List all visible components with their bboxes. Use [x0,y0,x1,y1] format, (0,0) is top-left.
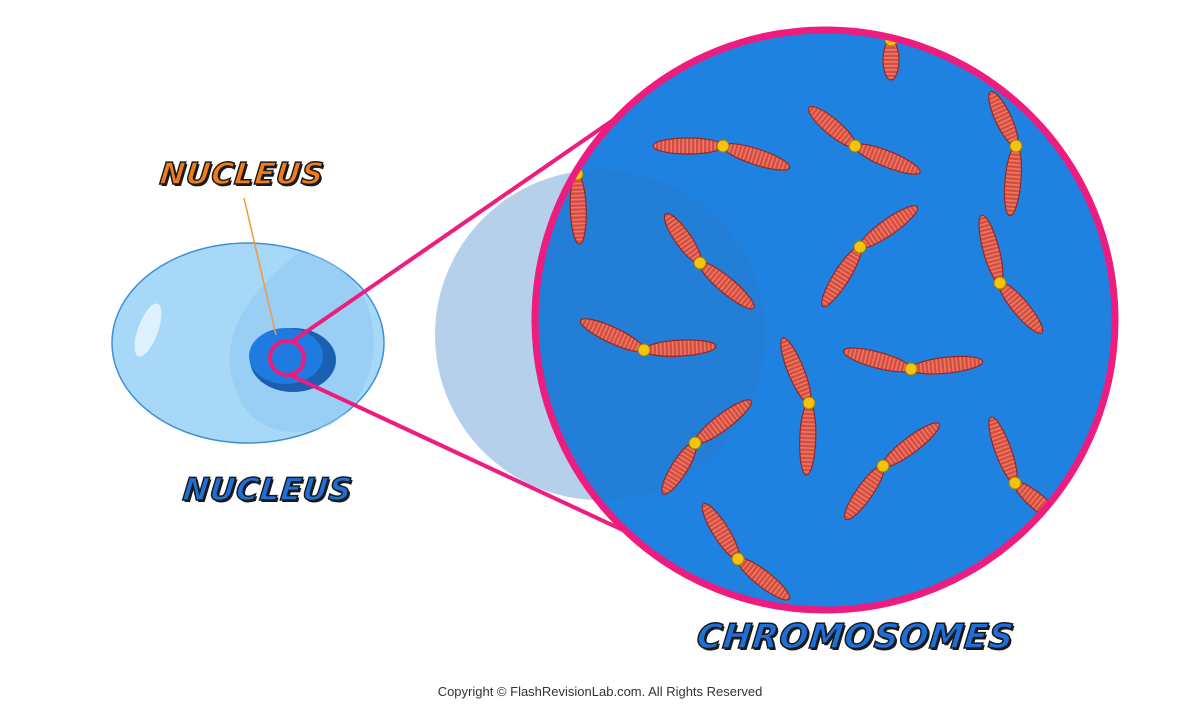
chromosome [780,337,817,476]
nucleus-pointer-line [243,197,277,336]
chromosome [842,347,984,376]
nucleus-label-bottom: NUCLEUS [180,471,355,509]
centromere [802,396,816,410]
cell [111,242,385,444]
chromosome [821,205,919,308]
centromere [637,343,651,357]
centromere [853,240,867,254]
centromere [693,256,707,270]
chromosome [807,105,921,175]
centromere [716,139,730,153]
chromosome [843,422,940,521]
nucleus-label-top: NUCLEUS [157,156,326,193]
centromere [904,362,918,376]
magnified-view [435,26,1119,614]
centromere [876,459,890,473]
chromosome [663,212,755,310]
chromosome [701,502,791,601]
zoom-connector-lines [288,96,656,547]
centromere [848,139,862,153]
chromosome [579,318,717,357]
zoom-source-circle [268,339,306,377]
chromosome [652,137,791,171]
centromere [688,436,702,450]
centromere [1009,139,1023,153]
chromosome [988,90,1023,217]
copyright-text: Copyright © FlashRevisionLab.com. All Ri… [437,684,763,699]
centromere [993,276,1007,290]
nucleus [249,328,336,392]
centromere [1008,476,1022,490]
centromere [731,552,745,566]
chromosomes-label: CHROMOSOMES [694,616,1017,658]
chromosome [661,399,752,495]
chromosome [978,214,1044,334]
